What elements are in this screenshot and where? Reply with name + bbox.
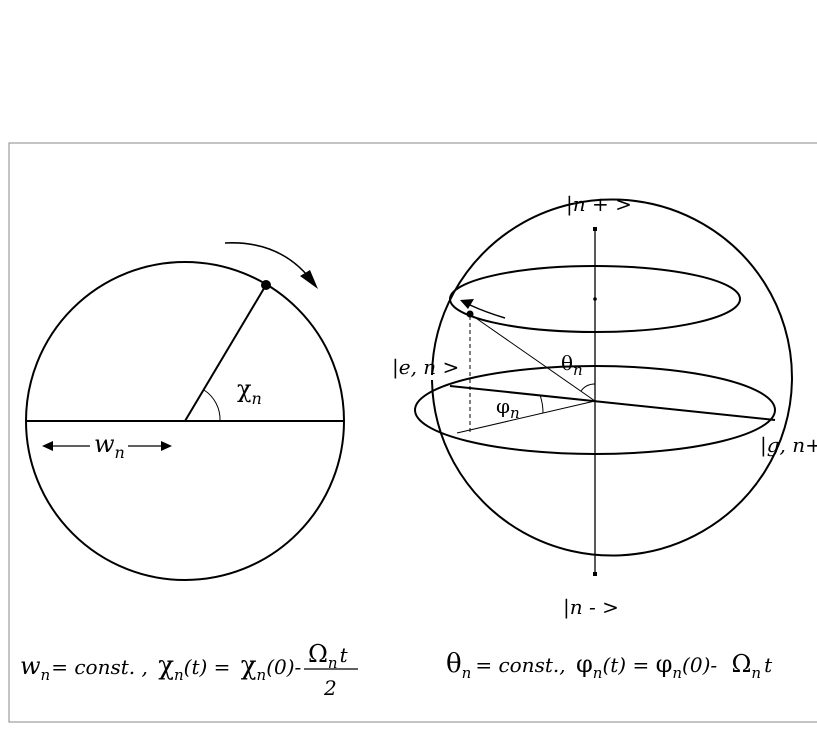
left-circle-diagram: χn wn xyxy=(25,242,345,581)
projection-line xyxy=(456,400,596,434)
figure-frame xyxy=(8,142,817,723)
svg-text:wn= const. , χn(t) =: wn= const. , χn(t) = χn(0)- xyxy=(20,651,302,684)
ket-e-n-label: |e, n > xyxy=(392,355,459,380)
left-rotation-arrowhead xyxy=(300,270,318,289)
width-arrow-left-head xyxy=(42,441,53,451)
chi-label: χn xyxy=(237,375,262,408)
left-angle-arc xyxy=(203,389,221,422)
bloch-sphere-diagram: |n + > |n - > |e, n > |g, n+ θn φn xyxy=(392,192,817,620)
svg-text:θn= const., φn(t) =: θn= const., φn(t) = φn(0)- Ωnt xyxy=(446,649,773,682)
latitude-center-dot xyxy=(593,297,597,301)
ket-n-plus-label: |n + > xyxy=(566,192,632,217)
phi-label: φn xyxy=(496,394,520,422)
width-label: wn xyxy=(94,430,125,462)
ket-g-n-label: |g, n+ xyxy=(760,433,817,458)
left-point-dot xyxy=(261,280,271,290)
rotation-arrowhead xyxy=(460,299,474,309)
ket-n-minus-label: |n - > xyxy=(563,595,619,620)
left-formula-denominator: 2 xyxy=(323,676,337,700)
horizontal-axis xyxy=(449,385,776,421)
left-radius xyxy=(184,284,267,422)
theta-angle-arc xyxy=(580,383,596,392)
phi-angle-arc xyxy=(539,394,544,414)
sphere-outline xyxy=(431,198,793,557)
axis-top-tick xyxy=(593,227,597,231)
state-vector-dot xyxy=(466,310,474,318)
state-vector xyxy=(469,313,596,402)
theta-label: θn xyxy=(561,351,583,379)
rotation-arrow xyxy=(469,304,506,319)
left-rotation-arrow xyxy=(224,242,316,286)
axis-bottom-tick xyxy=(593,572,597,576)
width-arrow-right-head xyxy=(161,441,172,451)
